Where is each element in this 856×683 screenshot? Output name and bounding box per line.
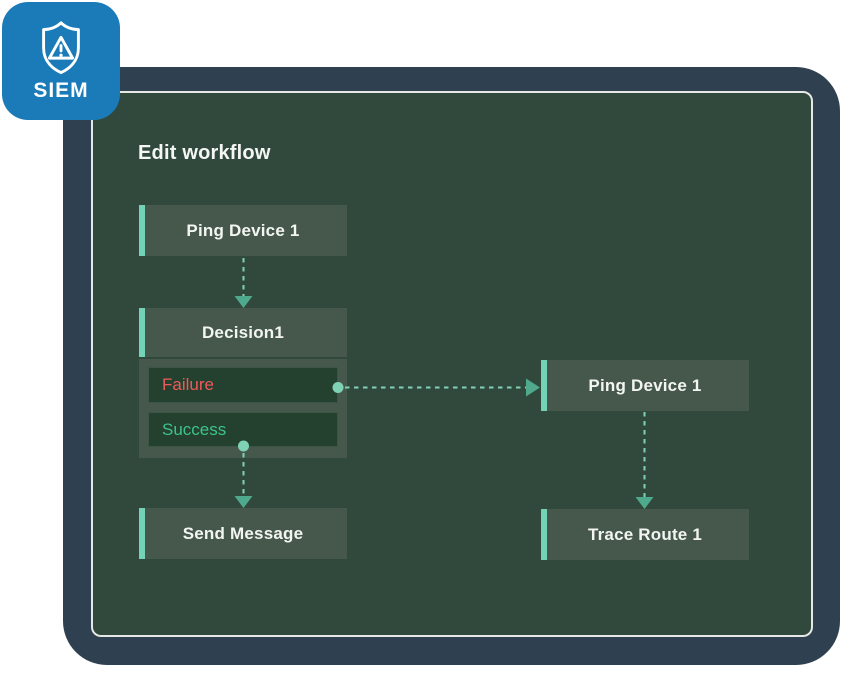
branch-failure[interactable]: Failure bbox=[148, 367, 338, 403]
branch-label: Success bbox=[162, 419, 227, 439]
node-accent-bar bbox=[139, 205, 145, 256]
node-ping-device-1[interactable]: Ping Device 1 bbox=[139, 205, 347, 256]
branch-success[interactable]: Success bbox=[148, 412, 338, 447]
node-trace-route-1[interactable]: Trace Route 1 bbox=[541, 509, 749, 560]
branch-label: Failure bbox=[162, 375, 214, 394]
node-decision1[interactable]: Decision1 bbox=[139, 308, 347, 357]
siem-badge-label: SIEM bbox=[33, 79, 89, 102]
node-label: Trace Route 1 bbox=[587, 524, 703, 544]
node-send-message[interactable]: Send Message bbox=[139, 508, 347, 559]
node-label: Send Message bbox=[182, 523, 304, 543]
decision-branches-container: Failure Success bbox=[139, 359, 347, 458]
page-title: Edit workflow bbox=[138, 142, 271, 164]
node-accent-bar bbox=[541, 360, 547, 411]
node-accent-bar bbox=[139, 508, 145, 559]
node-label: Ping Device 1 bbox=[186, 220, 300, 240]
node-accent-bar bbox=[139, 308, 145, 357]
siem-badge: SIEM bbox=[2, 2, 120, 120]
node-label: Decision1 bbox=[201, 322, 285, 342]
node-accent-bar bbox=[541, 509, 547, 560]
node-label: Ping Device 1 bbox=[588, 375, 702, 395]
shield-alert-icon bbox=[42, 21, 80, 75]
node-ping-device-1-right[interactable]: Ping Device 1 bbox=[541, 360, 749, 411]
